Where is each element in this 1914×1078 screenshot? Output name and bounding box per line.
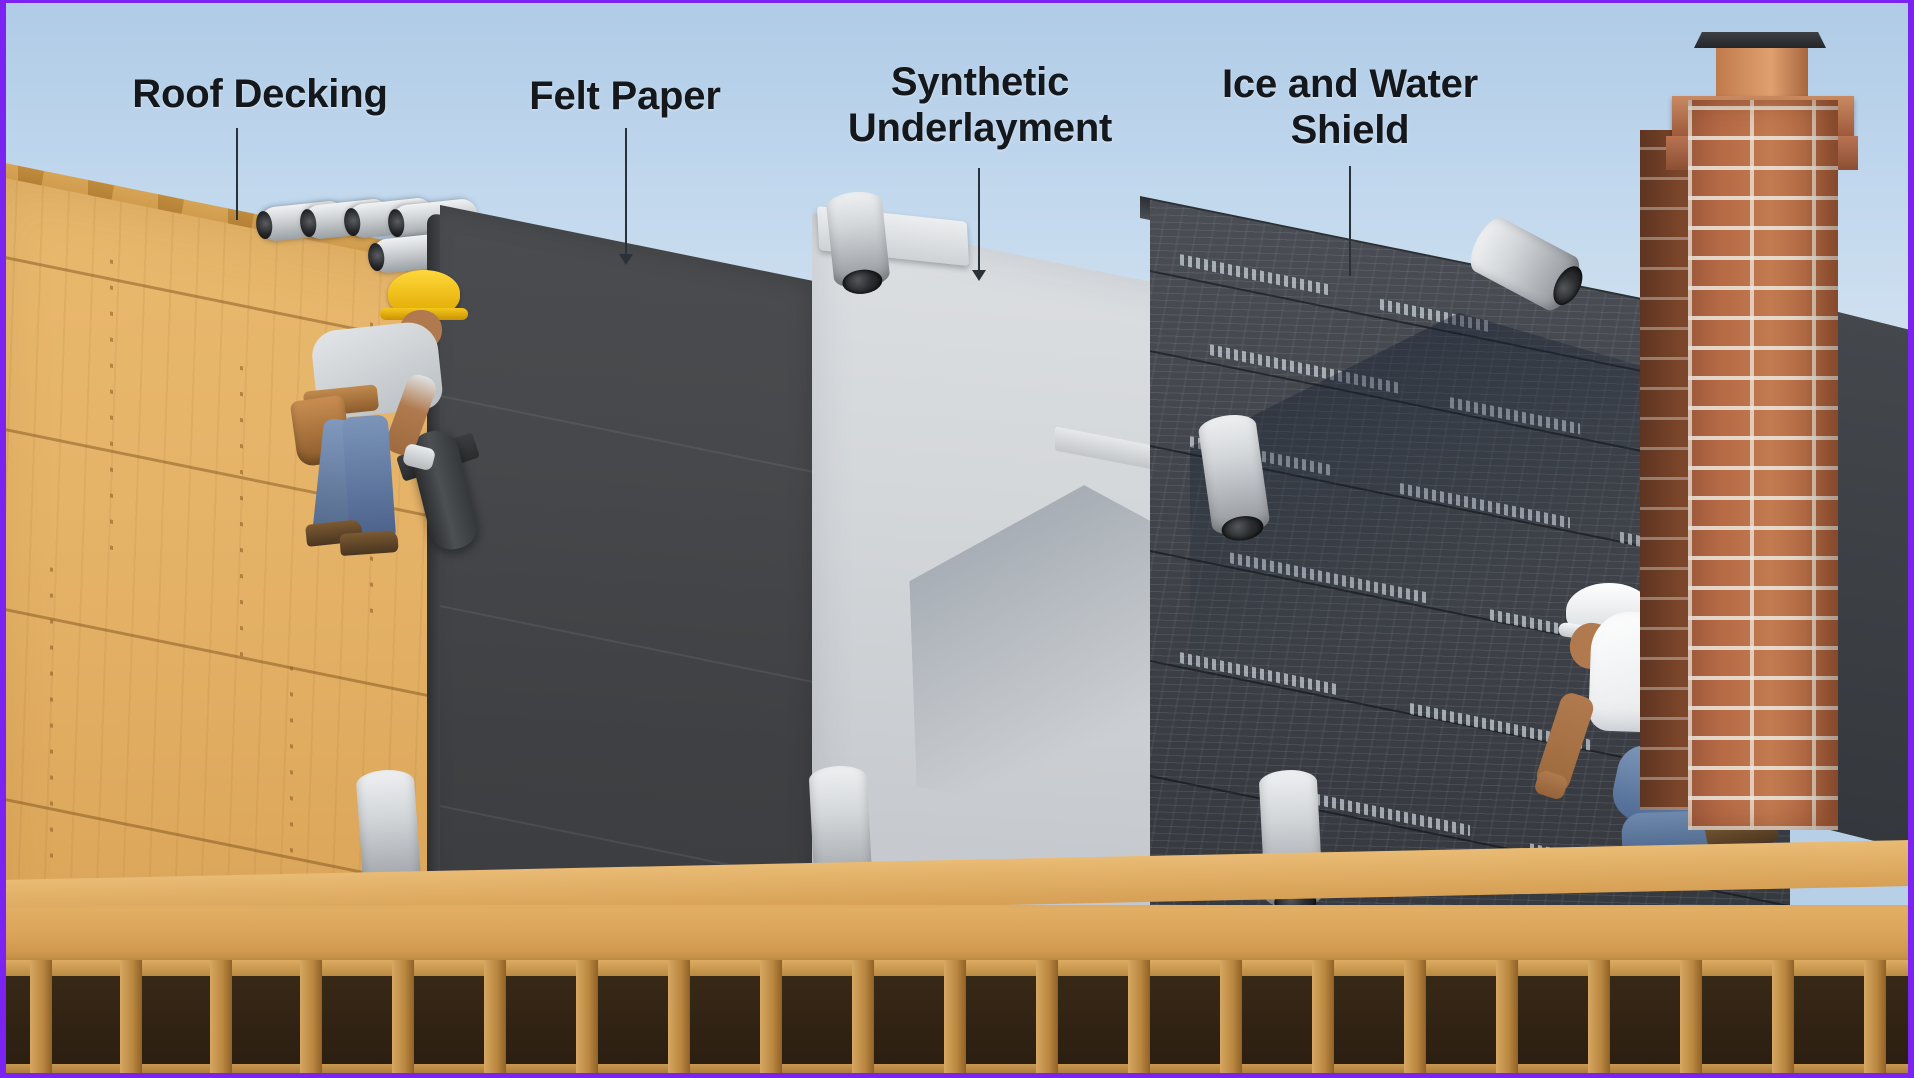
label-felt-paper: Felt Paper xyxy=(529,74,721,118)
worker-right xyxy=(1510,575,1810,895)
leader-roof-decking xyxy=(236,128,238,220)
boot-front xyxy=(339,530,399,556)
label-roof-decking: Roof Decking xyxy=(132,72,388,116)
leader-ice-and-water-shield xyxy=(1349,166,1351,276)
leader-felt-paper xyxy=(625,128,627,258)
underlayment-roll-ridge-synthetic xyxy=(825,189,891,296)
label-synthetic-underlayment: Synthetic Underlayment xyxy=(847,60,1113,150)
label-ice-and-water-shield: Ice and Water Shield xyxy=(1222,62,1478,152)
arrowhead-felt-paper xyxy=(619,254,633,265)
chimney-cap xyxy=(1694,32,1826,48)
arrowhead-synthetic-underlayment xyxy=(972,270,986,281)
glove xyxy=(401,442,437,472)
chimney xyxy=(1688,100,1838,830)
chimney-side-face xyxy=(1640,130,1692,810)
leader-synthetic-underlayment xyxy=(978,168,980,274)
fascia-board xyxy=(0,905,1914,965)
wall-framing xyxy=(0,960,1914,1078)
chimney-flue xyxy=(1716,45,1808,101)
worker-left xyxy=(289,270,520,570)
